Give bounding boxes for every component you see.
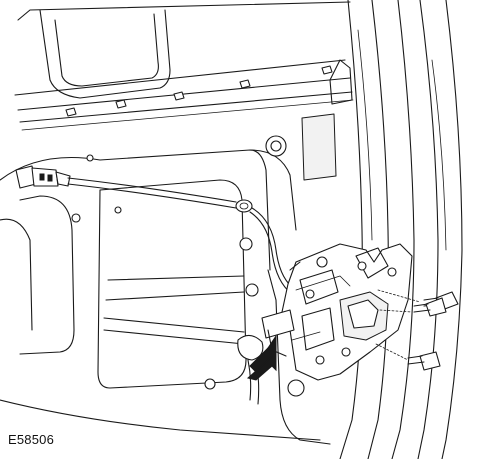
door-window-frame: [14, 1, 354, 131]
panel-holes: [71, 113, 337, 397]
inner-door-panel: [0, 149, 331, 445]
channel-clips: [65, 65, 333, 117]
release-cable: [15, 165, 297, 295]
lock-retaining-screws: [375, 289, 459, 371]
wiring-harness: [247, 359, 260, 405]
figure-id-label: E58506: [8, 432, 55, 447]
door-shut-face: [339, 0, 463, 460]
door-lock-assembly: [261, 243, 413, 381]
